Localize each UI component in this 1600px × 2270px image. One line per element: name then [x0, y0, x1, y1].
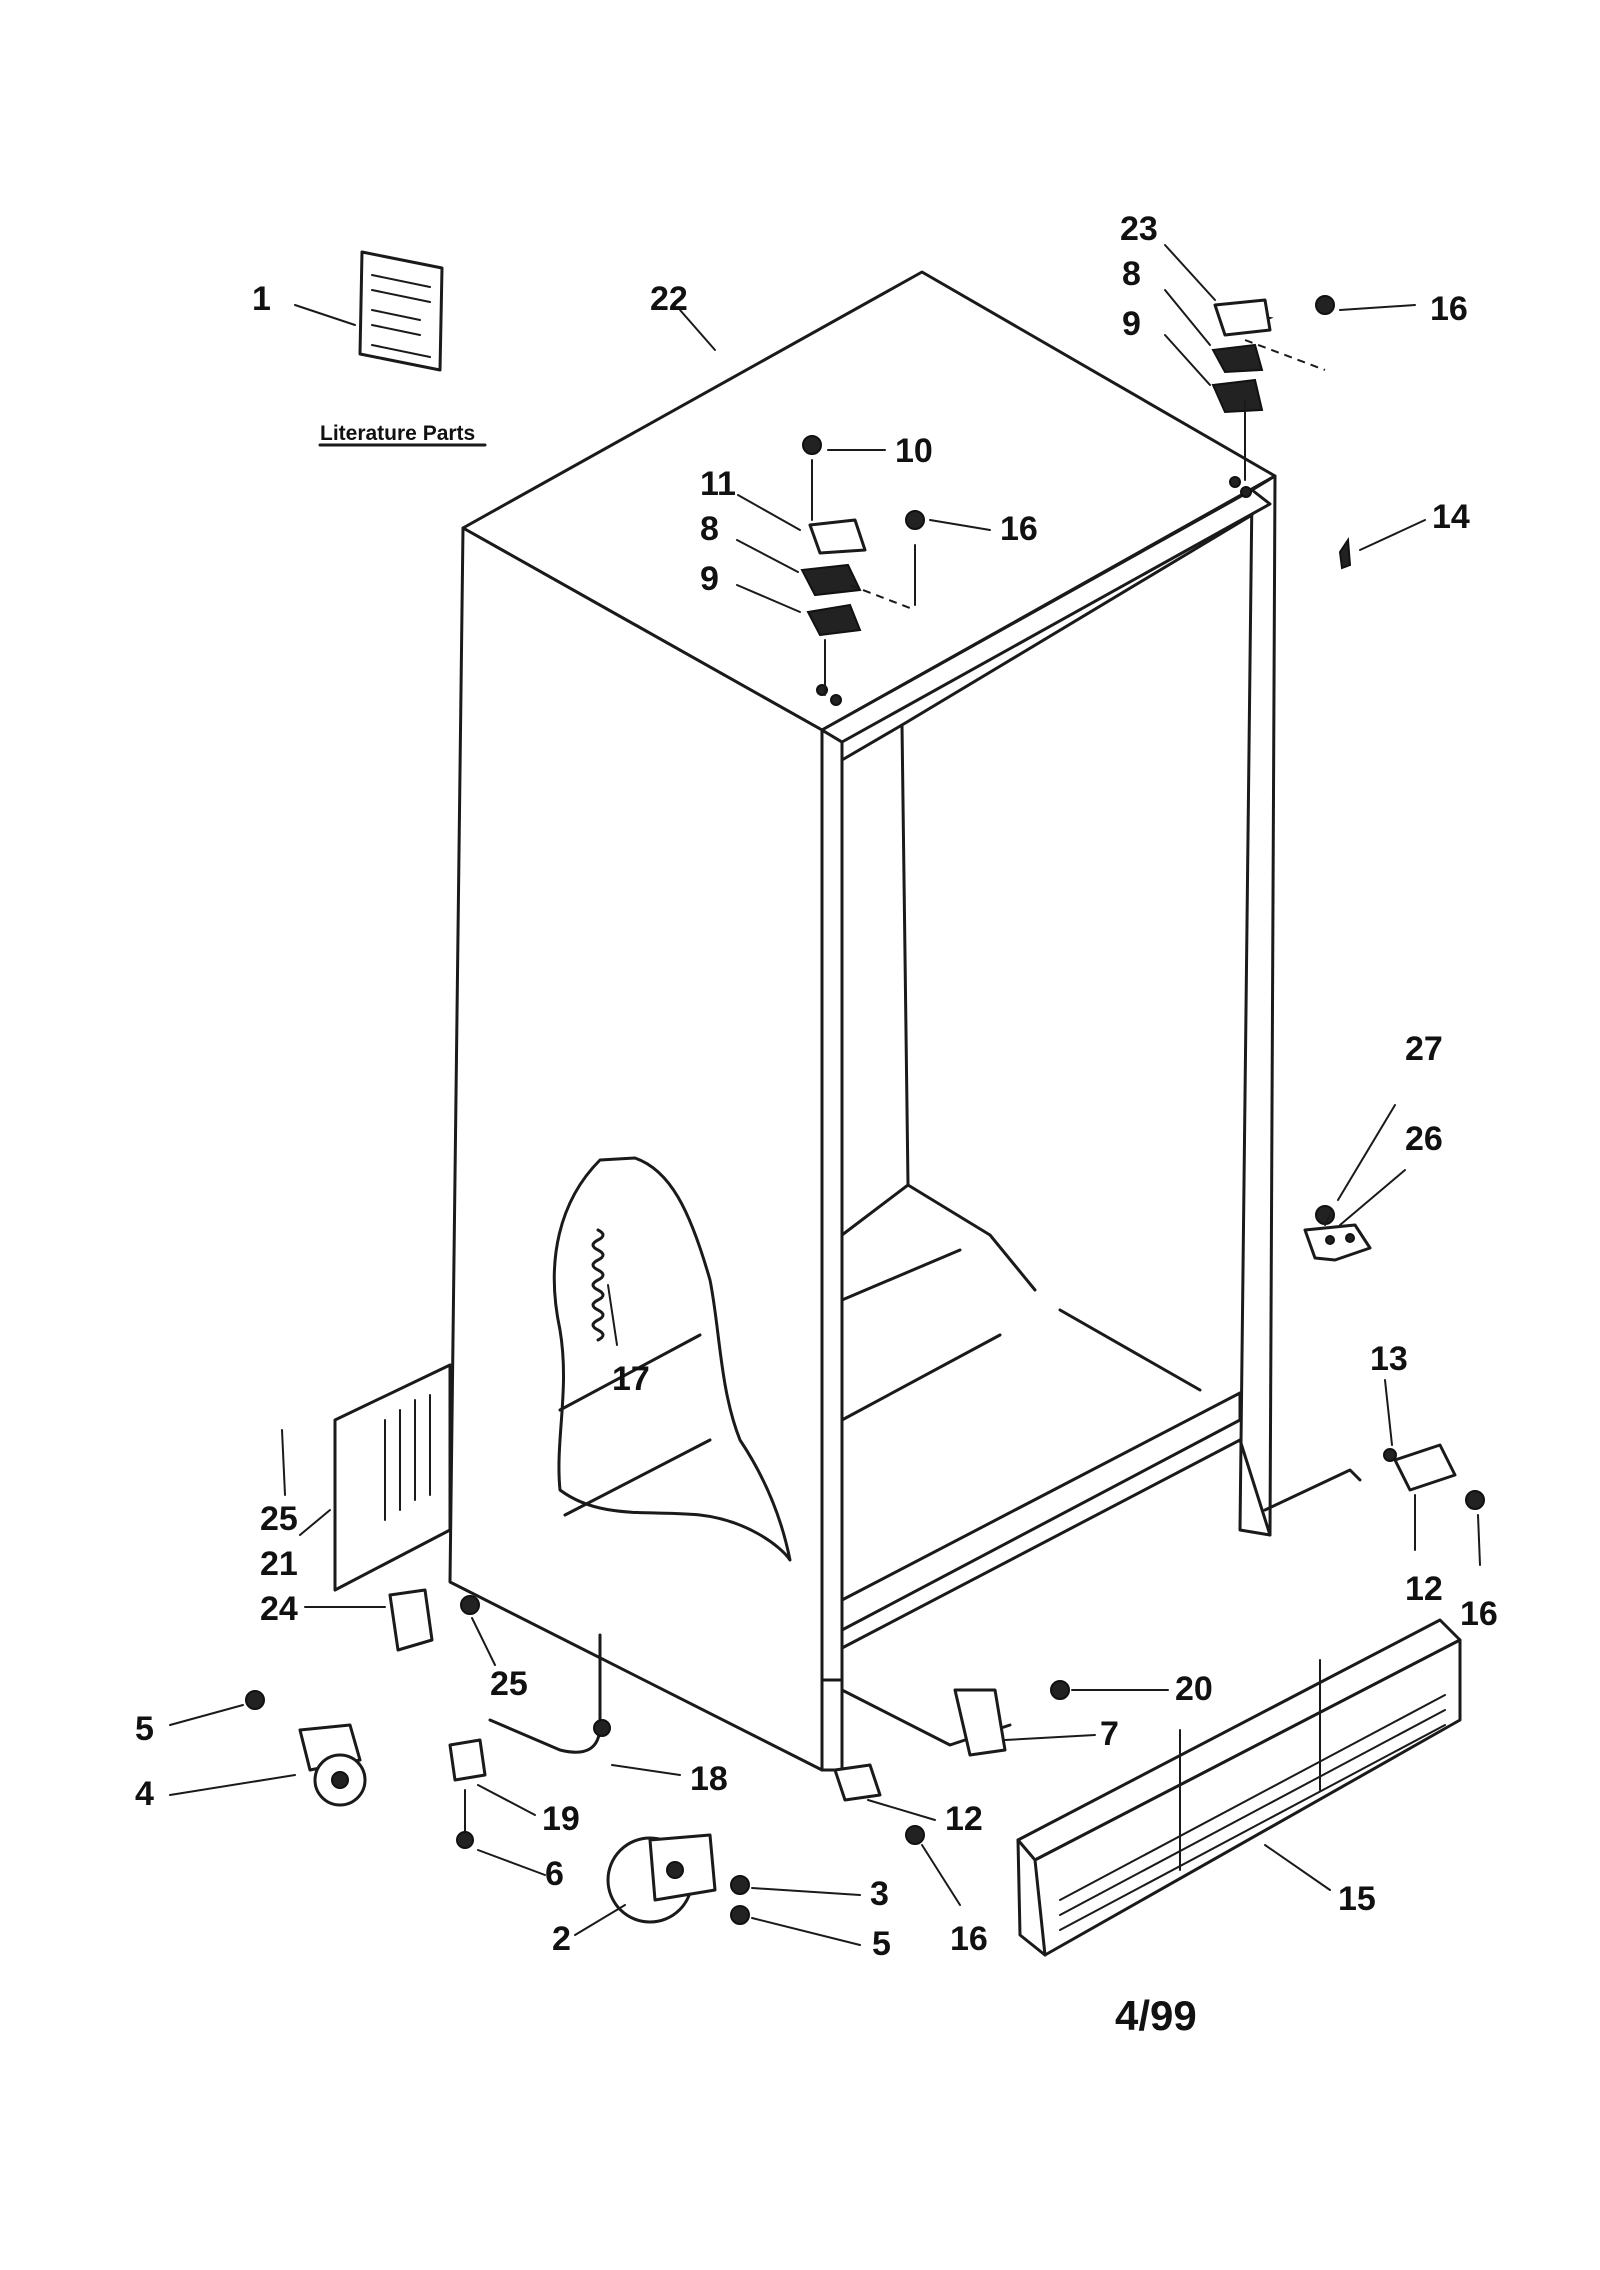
callout-16a: 16: [1430, 290, 1468, 328]
callout-4: 4: [135, 1775, 154, 1813]
callout-17: 17: [612, 1360, 650, 1398]
callout-19: 19: [542, 1800, 580, 1838]
bracket-26: [1303, 1205, 1372, 1262]
callout-7: 7: [1100, 1715, 1119, 1753]
center-hinge-assembly: [800, 459, 916, 696]
callout-16c: 16: [1460, 1595, 1498, 1633]
tube-18: [448, 1633, 611, 1849]
callout-24: 24: [260, 1590, 298, 1628]
callout-25b: 25: [490, 1665, 528, 1703]
callout-15: 15: [1338, 1880, 1376, 1918]
screws-top: [802, 295, 1352, 570]
callout-13: 13: [1370, 1340, 1408, 1378]
callout-12a: 12: [1405, 1570, 1443, 1608]
leader-arrows: [169, 244, 1481, 1946]
caster-2: [606, 1833, 750, 1925]
callout-11: 11: [700, 465, 736, 503]
upper-hinge-assembly: [1211, 298, 1326, 481]
hinge-24: [388, 1588, 480, 1652]
callout-16b: 16: [1000, 510, 1038, 548]
callout-6: 6: [545, 1855, 564, 1893]
callout-9a: 9: [1122, 305, 1141, 343]
callout-1: 1: [252, 280, 271, 318]
callout-5a: 5: [135, 1710, 154, 1748]
callout-8b: 8: [700, 510, 719, 548]
callout-26: 26: [1405, 1120, 1443, 1158]
cabinet-body: [448, 270, 1362, 1772]
callout-5b: 5: [872, 1925, 891, 1963]
literature-booklet: [318, 250, 487, 447]
bracket-12-right: [1383, 1443, 1485, 1510]
callout-18: 18: [690, 1760, 728, 1798]
rear-panel-21: [333, 1363, 452, 1592]
callout-14: 14: [1432, 498, 1470, 536]
callout-10: 10: [895, 432, 933, 470]
callout-9b: 9: [700, 560, 719, 598]
date-code: 4/99: [1115, 1992, 1197, 2039]
bracket-7: [953, 1680, 1070, 1757]
callout-16d: 16: [950, 1920, 988, 1958]
callout-25a: 25: [260, 1500, 298, 1538]
callout-27: 27: [1405, 1030, 1443, 1068]
callout-12b: 12: [945, 1800, 983, 1838]
literature-parts-label: Literature Parts: [320, 422, 475, 445]
callout-23: 23: [1120, 210, 1158, 248]
callout-20: 20: [1175, 1670, 1213, 1708]
callout-3: 3: [870, 1875, 889, 1913]
base-grille-15: [1016, 1618, 1462, 1957]
callout-22: 22: [650, 280, 688, 318]
bracket-12-bottom: [833, 1763, 925, 1845]
callout-21: 21: [260, 1545, 298, 1583]
caster-4: [245, 1690, 367, 1807]
callout-2: 2: [552, 1920, 571, 1958]
callout-8a: 8: [1122, 255, 1141, 293]
